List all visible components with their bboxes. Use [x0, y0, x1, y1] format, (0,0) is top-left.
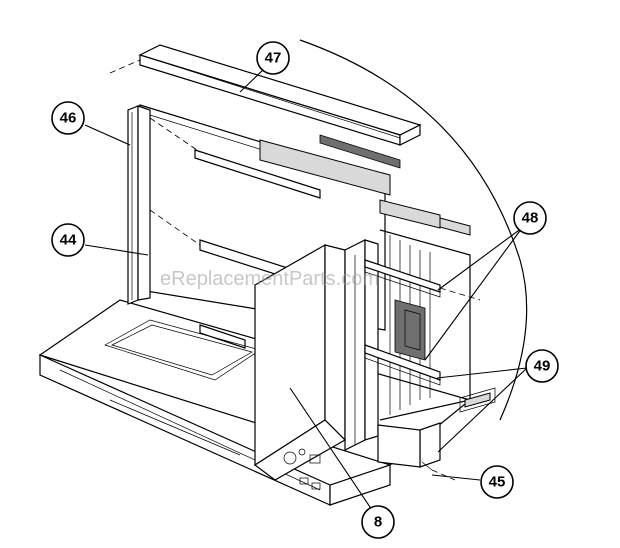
watermark: eReplacementParts.com — [160, 268, 379, 290]
svg-text:8: 8 — [374, 514, 382, 531]
support-rails — [364, 259, 456, 481]
internal-frame — [379, 199, 496, 421]
svg-text:45: 45 — [489, 474, 506, 491]
svg-text:49: 49 — [534, 358, 551, 375]
svg-text:44: 44 — [60, 232, 77, 249]
svg-text:46: 46 — [60, 110, 77, 127]
callout-49: 49 — [525, 349, 559, 383]
svg-text:47: 47 — [265, 50, 282, 67]
assembly-lines — [109, 59, 481, 301]
callout-47: 47 — [256, 41, 290, 75]
access-door — [253, 243, 346, 481]
callout-44: 44 — [51, 223, 85, 257]
callout-8: 8 — [361, 505, 395, 539]
callout-45: 45 — [480, 465, 514, 499]
corner-post — [344, 239, 379, 451]
callout-48: 48 — [513, 201, 547, 235]
cutaway-arc — [299, 39, 528, 421]
callout-46: 46 — [51, 101, 85, 135]
svg-text:48: 48 — [522, 210, 539, 227]
leader-lines — [84, 67, 528, 511]
top-panel — [138, 44, 422, 196]
side-rail — [127, 105, 151, 305]
